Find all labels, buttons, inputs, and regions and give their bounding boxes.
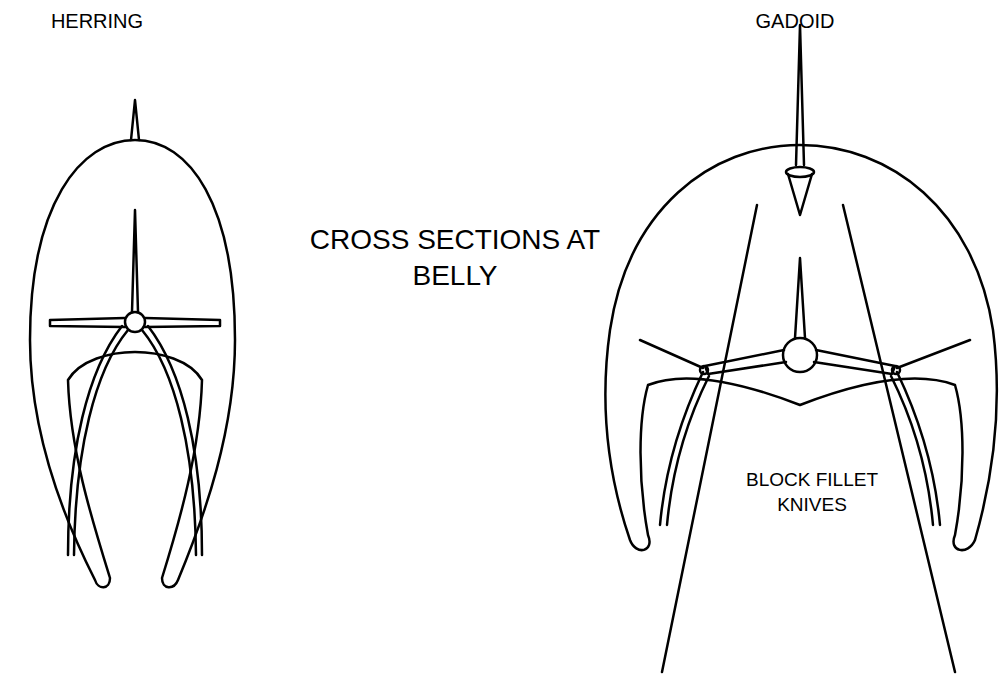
block-fillet-knife: [662, 205, 757, 672]
gadoid-backbone: [783, 338, 817, 372]
herring-dorsal-fin: [131, 100, 139, 140]
section-title: GADOID: [715, 8, 875, 34]
section-title: HERRING: [17, 8, 177, 34]
gadoid-right-rib: [891, 340, 970, 525]
gadoid-section: [605, 25, 996, 550]
herring-body-outline: [30, 140, 235, 587]
gadoid-fin-root: [788, 174, 812, 215]
gadoid-rib-joint: [892, 366, 900, 374]
herring-processes: [50, 318, 220, 327]
gadoid-fin-base: [786, 167, 814, 177]
gadoid-neural-spine: [795, 258, 805, 338]
gadoid-body-outline: [605, 145, 996, 550]
gadoid-rib-joint: [700, 366, 708, 374]
herring-neural-spine: [132, 210, 138, 312]
figure-caption: CROSS SECTIONS AT BELLY: [305, 222, 605, 295]
knife-label: BLOCK FILLET KNIVES: [737, 468, 887, 517]
herring-left-rib: [68, 326, 128, 555]
gadoid-dorsal-fin: [796, 25, 804, 165]
herring-right-rib: [142, 326, 202, 555]
gadoid-left-process: [705, 350, 786, 374]
herring-section: [30, 100, 235, 587]
block-fillet-knife: [843, 205, 955, 672]
